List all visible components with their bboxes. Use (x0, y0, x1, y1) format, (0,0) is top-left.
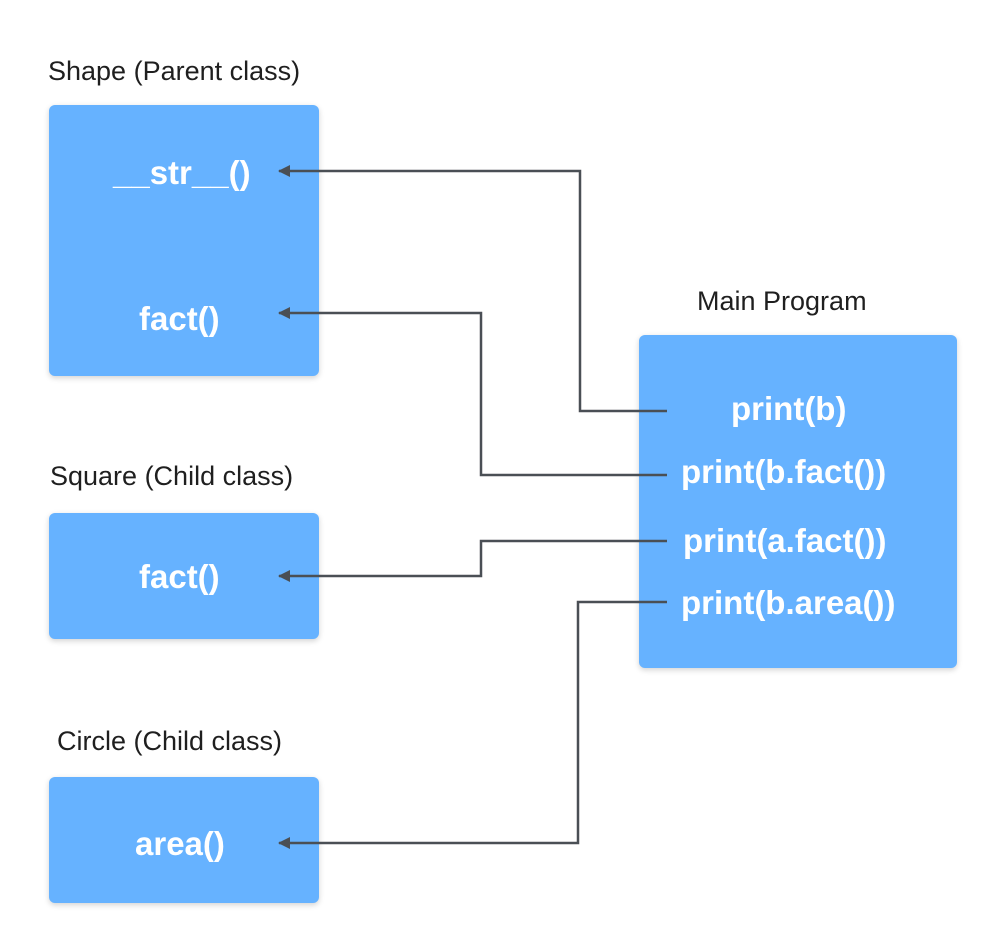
main-program-title: Main Program (697, 286, 867, 316)
shape-str-method: __str__() (113, 154, 251, 191)
connector-print-b-fact-to-shape-fact (278, 307, 667, 477)
connector-print-b-to-str (278, 165, 667, 413)
circle-class-box: area() (49, 777, 319, 903)
connector-print-a-fact-to-square-fact (278, 539, 667, 582)
shape-class-box: __str__() fact() (49, 105, 319, 376)
shape-class-title: Shape (Parent class) (48, 56, 301, 86)
call-print-b-fact: print(b.fact()) (681, 453, 887, 490)
circle-class-title: Circle (Child class) (57, 726, 283, 756)
square-class-title: Square (Child class) (50, 461, 294, 491)
circle-area-method: area() (135, 825, 225, 862)
call-print-a-fact: print(a.fact()) (683, 522, 887, 559)
connector-print-b-area-to-circle-area (278, 600, 667, 849)
main-program-box: print(b) print(b.fact()) print(a.fact())… (639, 335, 957, 668)
shape-fact-method: fact() (139, 300, 220, 337)
square-class-box: fact() (49, 513, 319, 639)
call-print-b: print(b) (731, 390, 847, 427)
square-fact-method: fact() (139, 558, 220, 595)
call-print-b-area: print(b.area()) (681, 584, 896, 621)
